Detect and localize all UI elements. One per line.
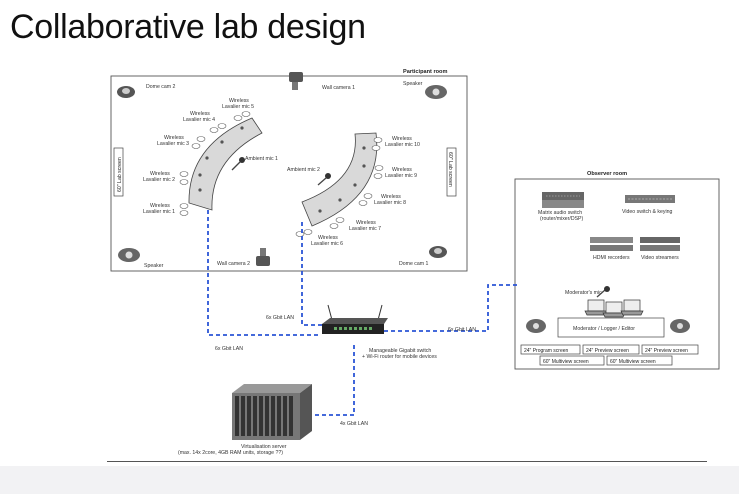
participant-room (110, 75, 468, 272)
ambient-mic-2-label: Ambient mic 2 (287, 167, 320, 173)
observer-room-label: Observer room (587, 171, 627, 177)
wall-camera-1-icon (289, 72, 303, 90)
video-streamers-icon (640, 237, 680, 251)
lan-server-label: 4x Gbit LAN (340, 421, 368, 427)
mic-4-line1: Wireless (190, 111, 210, 117)
moderators-mic-icon (596, 286, 610, 298)
mic-8-line1: Wireless (381, 194, 401, 200)
lan-links (207, 210, 517, 416)
lab-screen-left-label: 60" Lab screen (117, 157, 123, 192)
observer-speaker-left-icon (526, 319, 546, 333)
program-screen-label: 24" Program screen (524, 348, 569, 354)
multiview-screen-1 (539, 355, 605, 366)
mic-2-line2: Lavalier mic 2 (143, 177, 175, 183)
moderator-desk (557, 317, 665, 338)
video-switch-icon (625, 195, 675, 203)
lan-right-label: 6x Gbit LAN (448, 327, 476, 333)
mic-1-line2: Lavalier mic 1 (143, 209, 175, 215)
slide-title: Collaborative lab design (10, 8, 366, 46)
preview-screen-2-label: 24" Preview screen (645, 348, 688, 354)
bottom-rule (107, 461, 707, 462)
ambient-mic-2-icon (317, 173, 331, 186)
speaker-top-right-label: Speaker (403, 81, 423, 87)
preview-screen-1 (582, 344, 640, 355)
video-switch-label: Video switch & keying (622, 209, 672, 215)
dome-cam-2-icon (117, 86, 135, 98)
wall-camera-2-label: Wall camera 2 (217, 261, 250, 267)
lab-screen-right (446, 147, 457, 197)
lab-screen-left (113, 147, 124, 197)
matrix-label-1: Matrix audio switch (538, 210, 582, 216)
switch-label-2: + Wi-Fi router for mobile devices (362, 354, 437, 360)
multiview-screen-2 (606, 355, 673, 366)
gigabit-switch-icon (322, 304, 388, 334)
table-left (188, 117, 263, 211)
lan-bottom-label: 6x Gbit LAN (215, 346, 243, 352)
participant-room-label: Participant room (403, 69, 447, 75)
mic-5-line2: Lavalier mic 5 (222, 104, 254, 110)
mic-1-line1: Wireless (150, 203, 170, 209)
mic-7-line2: Lavalier mic 7 (349, 226, 381, 232)
program-screen (520, 344, 581, 355)
server-label-2: (max. 14x 2core, 4GB RAM units, storage … (178, 450, 283, 456)
video-streamers-label: Video streamers (641, 255, 679, 261)
mic-10-line2: Lavalier mic 10 (385, 142, 420, 148)
hdmi-recorders-icon (590, 237, 633, 251)
virtualisation-server-icon (232, 384, 312, 440)
ambient-mic-1-label: Ambient mic 1 (245, 156, 278, 162)
wall-camera-2-icon (256, 248, 270, 266)
ambient-mic-1-icon (231, 157, 245, 171)
mic-3-line2: Lavalier mic 3 (157, 141, 189, 147)
mic-10-line1: Wireless (392, 136, 412, 142)
preview-screen-2 (641, 344, 699, 355)
mic-7-line1: Wireless (356, 220, 376, 226)
dome-cam-1-label: Dome cam 1 (399, 261, 429, 267)
mic-2-line1: Wireless (150, 171, 170, 177)
multiview-screen-2-label: 60" Multiview screen (610, 359, 656, 365)
observer-speaker-right-icon (670, 319, 690, 333)
hdmi-recorders-label: HDMI recorders (593, 255, 630, 261)
lan-left-label: 6x Gbit LAN (266, 315, 294, 321)
mic-5-line1: Wireless (229, 98, 249, 104)
dome-cam-2-label: Dome cam 2 (146, 84, 176, 90)
preview-screen-1-label: 24" Preview screen (586, 348, 629, 354)
matrix-label-2: (router/mixer/DSP) (540, 216, 584, 222)
lab-screen-right-label: 60" Lab screen (447, 152, 453, 187)
switch-label-1: Manageable Gigabit switch (369, 348, 431, 354)
mic-9-line2: Lavalier mic 9 (385, 173, 417, 179)
table-right (301, 132, 378, 227)
wall-camera-1-label: Wall camera 1 (322, 85, 355, 91)
moderators-mic-label: Moderator's mic (565, 290, 602, 296)
multiview-screen-1-label: 60" Multiview screen (543, 359, 589, 365)
mic-4-line2: Lavalier mic 4 (183, 117, 215, 123)
moderator-desk-label: Moderator / Logger / Editor (573, 326, 635, 332)
footer-band (0, 466, 739, 494)
speaker-bottom-left-label: Speaker (144, 263, 164, 269)
server-label-1: Virtualisation server (241, 444, 287, 450)
dome-cam-1-icon (429, 246, 447, 258)
mic-8-line2: Lavalier mic 8 (374, 200, 406, 206)
speaker-bottom-left-icon (118, 248, 140, 262)
laptops-icon (584, 299, 644, 318)
mic-9-line1: Wireless (392, 167, 412, 173)
mic-6-line1: Wireless (318, 235, 338, 241)
mic-3-line1: Wireless (164, 135, 184, 141)
matrix-audio-switch-icon (542, 192, 584, 208)
speaker-top-right-icon (425, 85, 447, 99)
mic-6-line2: Lavalier mic 6 (311, 241, 343, 247)
